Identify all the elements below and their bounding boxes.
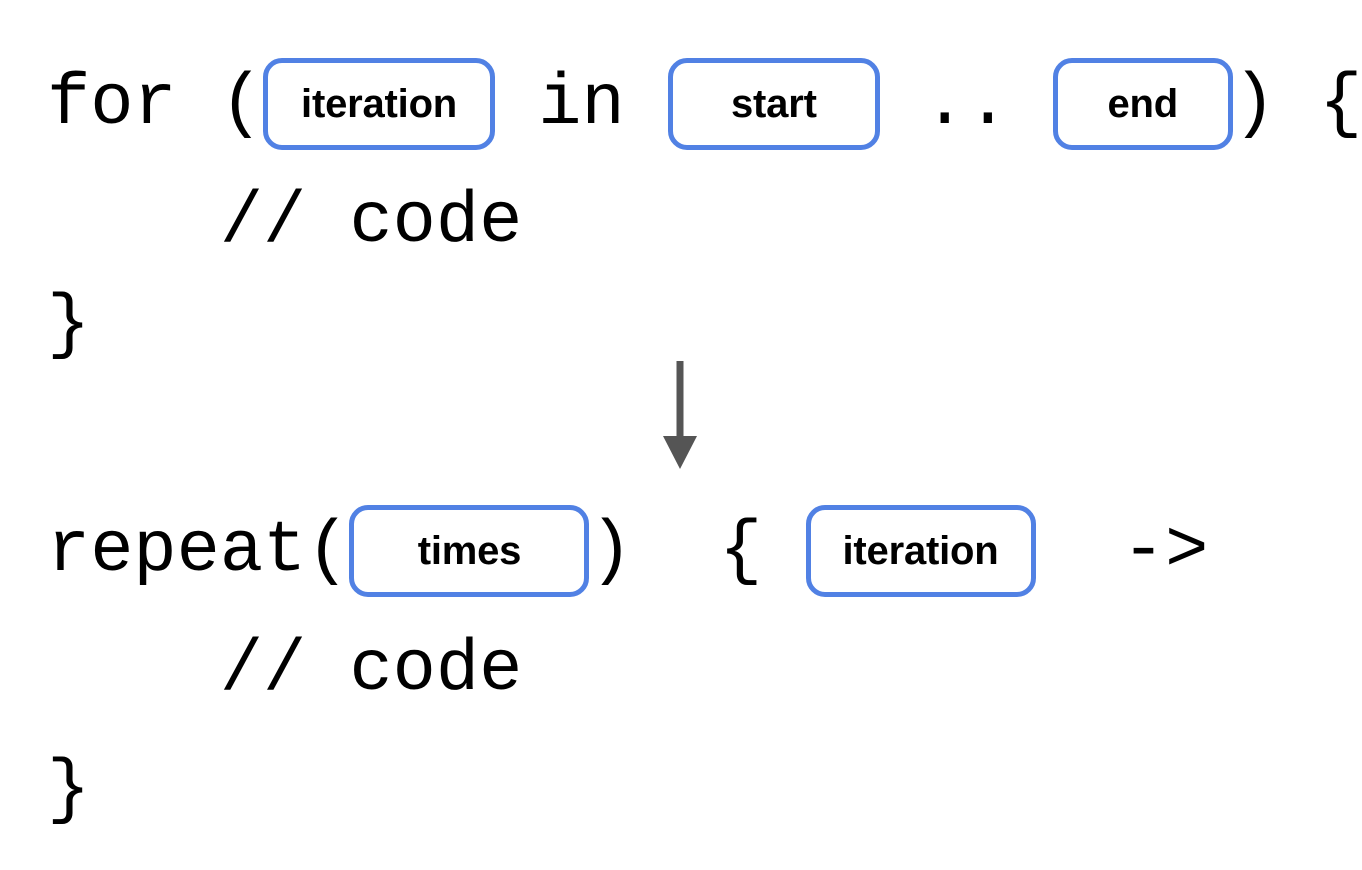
transformation-arrow (648, 355, 712, 475)
token-close-paren-brace: ) { (589, 510, 806, 592)
code-line-for-signature: for ( iteration in start .. end ) { (47, 58, 1362, 150)
slot-times[interactable]: times (349, 505, 590, 597)
code-line-for-body: // code (47, 186, 522, 258)
down-arrow-icon (663, 361, 697, 469)
token-comment-code: // code (47, 629, 523, 711)
slot-start[interactable]: start (667, 58, 880, 150)
code-line-for-close: } (47, 289, 90, 361)
slot-iteration[interactable]: iteration (805, 505, 1036, 597)
token-lambda-arrow: -> (1035, 510, 1209, 592)
slot-iteration[interactable]: iteration (263, 58, 496, 150)
token-range-operator: .. (879, 63, 1053, 145)
token-closing-brace: } (47, 749, 91, 831)
code-line-repeat-close: } (47, 754, 90, 826)
token-close-paren-brace: ) { (1232, 63, 1362, 145)
token-in-keyword: in (495, 63, 668, 145)
token-repeat-open: repeat( (47, 510, 350, 592)
token-closing-brace: } (47, 284, 91, 366)
token-for-open: for ( (47, 63, 264, 145)
slot-end[interactable]: end (1052, 58, 1233, 150)
code-line-repeat-signature: repeat( times ) { iteration -> (47, 505, 1208, 597)
code-line-repeat-body: // code (47, 634, 522, 706)
token-comment-code: // code (47, 181, 523, 263)
